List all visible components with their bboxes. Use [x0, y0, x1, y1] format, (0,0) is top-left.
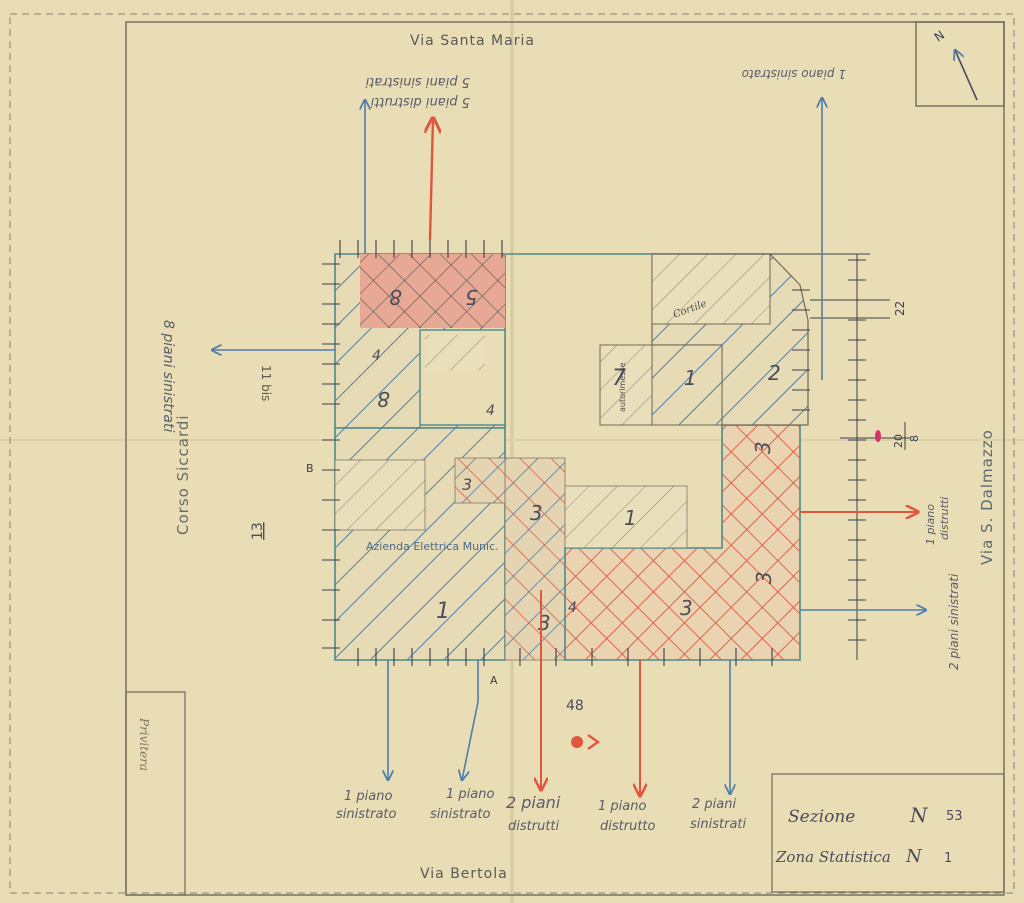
note-top-center-1: 5 piani distrutti — [370, 94, 470, 109]
floor-count: 8 — [389, 285, 402, 309]
garages-label: autorimesse — [618, 362, 627, 412]
floor-count: 4 — [372, 348, 381, 364]
arrow-south-2b — [462, 701, 479, 780]
building-central-destroyed — [504, 457, 566, 661]
note-right-upper-2: distrutti — [938, 497, 951, 540]
street-west: Corso Siccardi — [174, 414, 192, 535]
section-label: Sezione — [788, 807, 855, 827]
damage-arrows — [212, 98, 926, 796]
floor-count: 1 — [684, 366, 697, 390]
damage-notes: 5 piani distrutti 5 piani sinistrati 1 p… — [160, 67, 961, 834]
block-number: 13 — [250, 522, 266, 540]
zone-prefix: N — [905, 846, 923, 867]
note-right-lower: 2 piani sinistrati — [947, 573, 961, 670]
floor-count: 7 — [612, 366, 626, 391]
building-northeast-middle — [651, 344, 723, 426]
note-bottom-1b: sinistrato — [336, 807, 397, 822]
red-marker-arrow-icon — [587, 734, 601, 750]
building-northeast-upper — [651, 253, 771, 325]
dimension-lower-bottom: 8 — [908, 435, 921, 442]
red-dot-mark — [875, 430, 881, 442]
note-left: 8 piani sinistrati — [160, 320, 176, 432]
building-northwest-destroyed — [360, 254, 505, 328]
floor-count: 5 — [465, 285, 478, 309]
city-block-plan — [322, 240, 870, 666]
note-right-upper-1: 1 piano — [924, 504, 937, 545]
section-number: 53 — [946, 809, 963, 824]
floor-count: 3 — [751, 441, 775, 454]
floor-count: 4 — [568, 600, 577, 616]
note-top-center-2: 5 piani sinistrati — [365, 74, 470, 89]
note-top-right: 1 piano sinistrato — [742, 67, 846, 81]
building-west-annex — [334, 459, 426, 531]
arrow-north-red — [430, 118, 433, 241]
floor-count: 3 — [538, 611, 551, 635]
floor-count: 2 — [768, 361, 781, 385]
north-arrow-icon — [955, 50, 978, 101]
floor-count: 1 — [624, 506, 637, 530]
zone-number: 1 — [944, 851, 952, 866]
note-bottom-4a: 1 piano — [598, 799, 646, 814]
sheet-margin — [9, 13, 1015, 894]
floor-count: 1 — [436, 599, 450, 624]
neighbour-parcel — [125, 691, 186, 896]
street-east: Via S. Dalmazzo — [978, 429, 996, 565]
note-bottom-2a: 1 piano — [446, 787, 494, 802]
legend-box: Sezione N 53 Zona Statistica N 1 — [771, 773, 1005, 893]
note-bottom-1a: 1 piano — [344, 789, 392, 804]
building-south-annex — [564, 485, 688, 549]
company-label: Azienda Elettrica Munic. — [366, 540, 499, 553]
note-bottom-5b: sinistrati — [690, 817, 747, 832]
dimension-upper: 22 — [893, 301, 907, 316]
house-number-south: 48 — [566, 698, 584, 714]
house-number-west: 11 bis — [259, 365, 273, 401]
neighbour-label: Privitera — [137, 717, 151, 771]
note-bottom-2b: sinistrato — [430, 807, 491, 822]
note-bottom-3a: 2 piani — [506, 793, 561, 812]
floor-count: 3 — [462, 475, 472, 494]
section-marker-a: A — [490, 674, 498, 687]
zone-label: Zona Statistica — [775, 848, 891, 866]
section-prefix: N — [909, 803, 929, 827]
floor-count: 3 — [752, 571, 776, 584]
drawing-frame — [125, 21, 1005, 896]
dimension-marks: 22 20 8 — [810, 299, 921, 450]
red-marker-icon — [571, 736, 583, 748]
building-central-annex — [454, 457, 506, 504]
note-bottom-4b: distrutto — [600, 819, 656, 834]
street-south: Via Bertola — [420, 866, 508, 882]
floor-count: 3 — [680, 596, 693, 620]
street-north: Via Santa Maria — [410, 33, 535, 49]
dimension-lower-top: 20 — [892, 434, 905, 448]
section-marker-b: B — [306, 462, 314, 475]
floor-count: 4 — [486, 403, 495, 419]
annex-northwest — [425, 335, 485, 370]
floor-count: 3 — [530, 501, 543, 525]
note-bottom-5a: 2 piani — [692, 797, 736, 812]
note-bottom-3b: distrutti — [508, 819, 560, 834]
garages — [599, 344, 653, 426]
floor-count: 8 — [377, 387, 390, 411]
